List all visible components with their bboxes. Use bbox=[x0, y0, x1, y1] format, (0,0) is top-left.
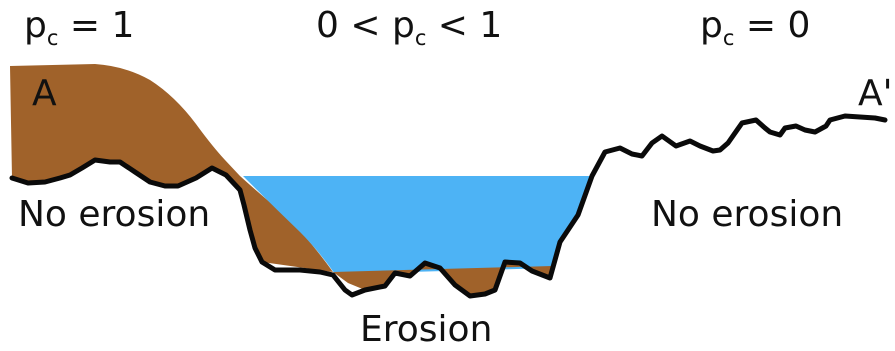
pc0-subscript: c bbox=[722, 26, 735, 50]
erosion-label: Erosion bbox=[360, 309, 493, 350]
pcmid-rest: < 1 bbox=[426, 5, 503, 46]
pc0-p: p bbox=[700, 5, 723, 46]
no-erosion-left-label: No erosion bbox=[18, 194, 211, 235]
pcmid-prefix: 0 < p bbox=[316, 5, 415, 46]
point-a-prime-label: A' bbox=[858, 73, 893, 114]
pc1-rest: = 1 bbox=[58, 5, 135, 46]
ground-profile-line bbox=[9, 113, 888, 299]
pc-equals-one-label: pc = 1 bbox=[24, 5, 135, 49]
water-body bbox=[243, 176, 592, 274]
pc-equals-zero-label: pc = 0 bbox=[700, 5, 811, 49]
pcmid-subscript: c bbox=[414, 26, 427, 50]
sediment-deposit-bottom bbox=[333, 262, 552, 296]
pc-between-label: 0 < pc < 1 bbox=[316, 5, 503, 49]
point-a-label: A bbox=[32, 73, 57, 114]
no-erosion-right-label: No erosion bbox=[651, 194, 844, 235]
pc1-subscript: c bbox=[46, 26, 59, 50]
sediment-deposit-left bbox=[10, 64, 333, 272]
pc0-rest: = 0 bbox=[734, 5, 811, 46]
pc1-p: p bbox=[24, 5, 47, 46]
